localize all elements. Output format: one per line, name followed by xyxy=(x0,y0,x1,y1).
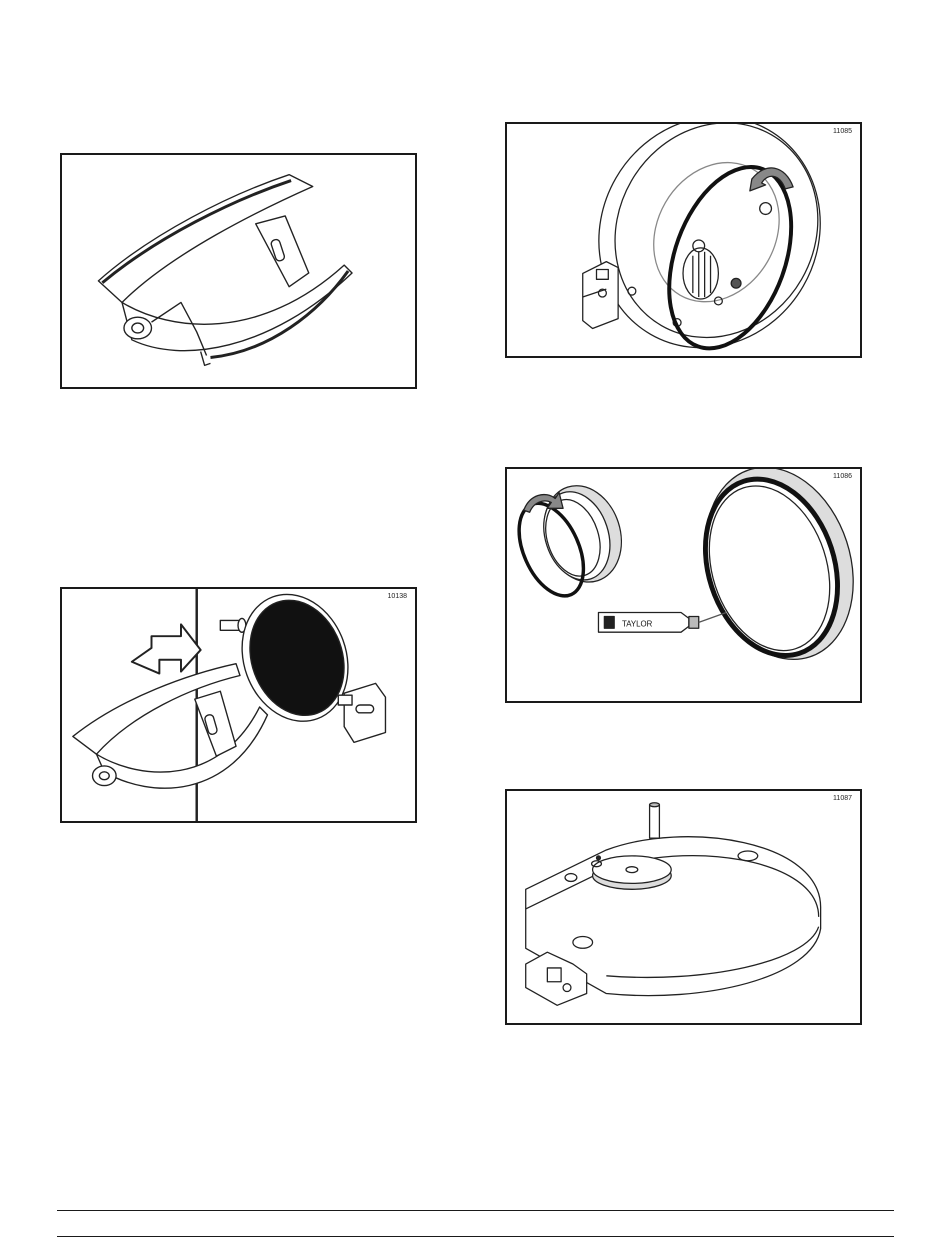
figure-handle-assembly xyxy=(60,153,417,389)
figure-ring-lubrication: 11086 TAYLOR xyxy=(505,467,862,703)
figure-ring-removal: 11085 xyxy=(505,122,862,358)
tube-label: TAYLOR xyxy=(622,619,653,628)
figure-handle-install: 10138 xyxy=(60,587,417,823)
handle-illustration xyxy=(62,155,415,387)
footer-rule-bottom xyxy=(57,1236,894,1237)
ring-lubrication-illustration: TAYLOR xyxy=(507,469,860,701)
handle-install-illustration xyxy=(62,589,415,821)
footer-rule-top xyxy=(57,1210,894,1211)
mounting-plate-illustration xyxy=(507,791,860,1023)
figure-mounting-plate: 11087 xyxy=(505,789,862,1025)
ring-removal-illustration xyxy=(507,124,860,356)
